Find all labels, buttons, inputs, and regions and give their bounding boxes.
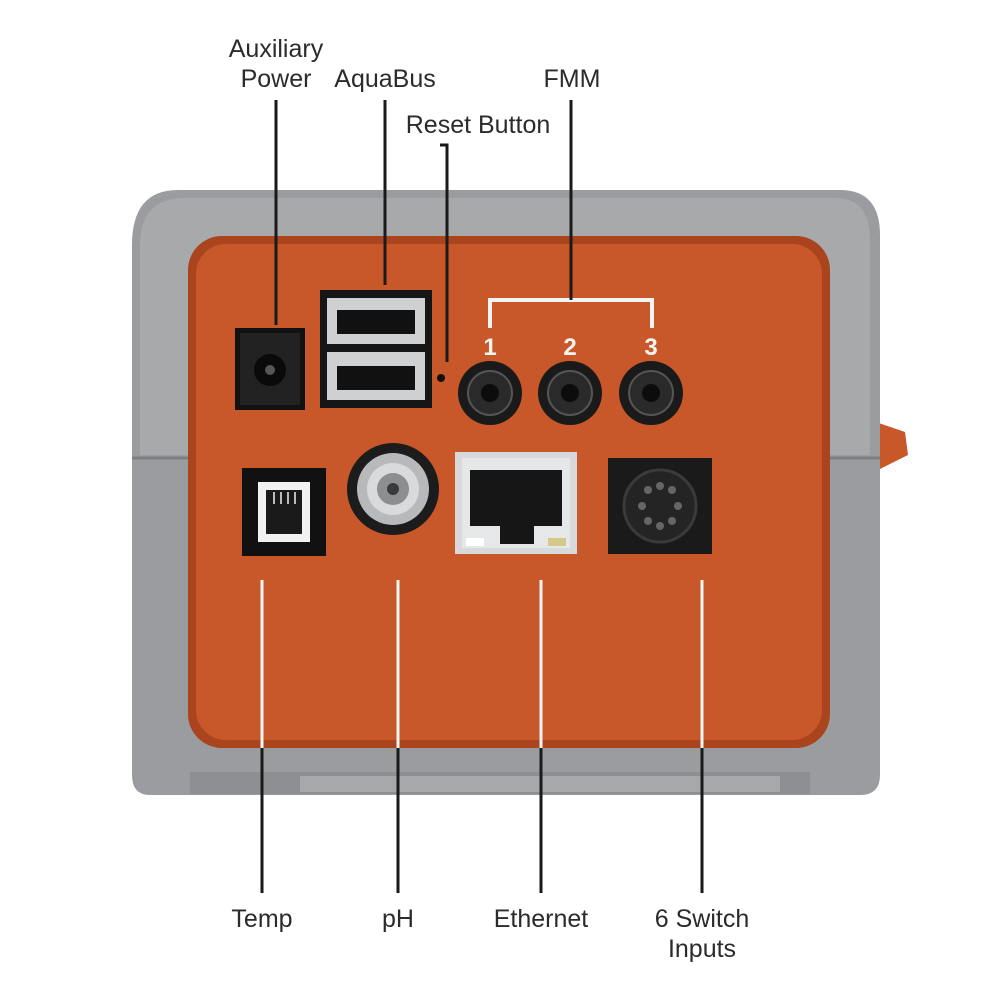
label-auxiliary-power-line1: Auxiliary xyxy=(228,35,324,63)
aquabus-usb-bottom-slot xyxy=(337,366,415,390)
fmm-port-number-3: 3 xyxy=(644,334,657,361)
aquabus-usb-top-slot xyxy=(337,310,415,334)
ethernet-led-right xyxy=(548,538,566,546)
temp-port-slot xyxy=(266,490,302,534)
fmm-port-2 xyxy=(538,361,602,425)
label-aquabus: AquaBus xyxy=(334,65,436,93)
ethernet-port-slot xyxy=(470,470,562,526)
label-auxiliary-power-line2: Power xyxy=(240,65,312,93)
label-auxiliary-power: Auxiliary Power xyxy=(212,34,340,94)
label-switch-inputs: 6 Switch Inputs xyxy=(636,904,768,964)
ethernet-led-left xyxy=(466,538,484,546)
switch-inputs-socket xyxy=(622,468,698,544)
label-switch-inputs-line1: 6 Switch xyxy=(654,905,750,933)
leader-reset-button xyxy=(440,143,449,362)
fmm-port-3 xyxy=(619,361,683,425)
fmm-port-1 xyxy=(458,361,522,425)
aux-power-pin xyxy=(265,365,275,375)
label-switch-inputs-line2: Inputs xyxy=(667,935,737,963)
label-fmm: FMM xyxy=(543,65,601,93)
label-ethernet: Ethernet xyxy=(493,905,589,933)
fmm-port-number-2: 2 xyxy=(563,334,576,361)
label-reset-button: Reset Button xyxy=(405,111,551,139)
label-temp: Temp xyxy=(231,905,293,933)
ph-bnc-port xyxy=(347,443,439,535)
fmm-port-number-1: 1 xyxy=(483,334,496,361)
ethernet-port-tab xyxy=(500,526,534,544)
label-ph: pH xyxy=(382,905,414,933)
reset-pinhole xyxy=(437,374,445,382)
